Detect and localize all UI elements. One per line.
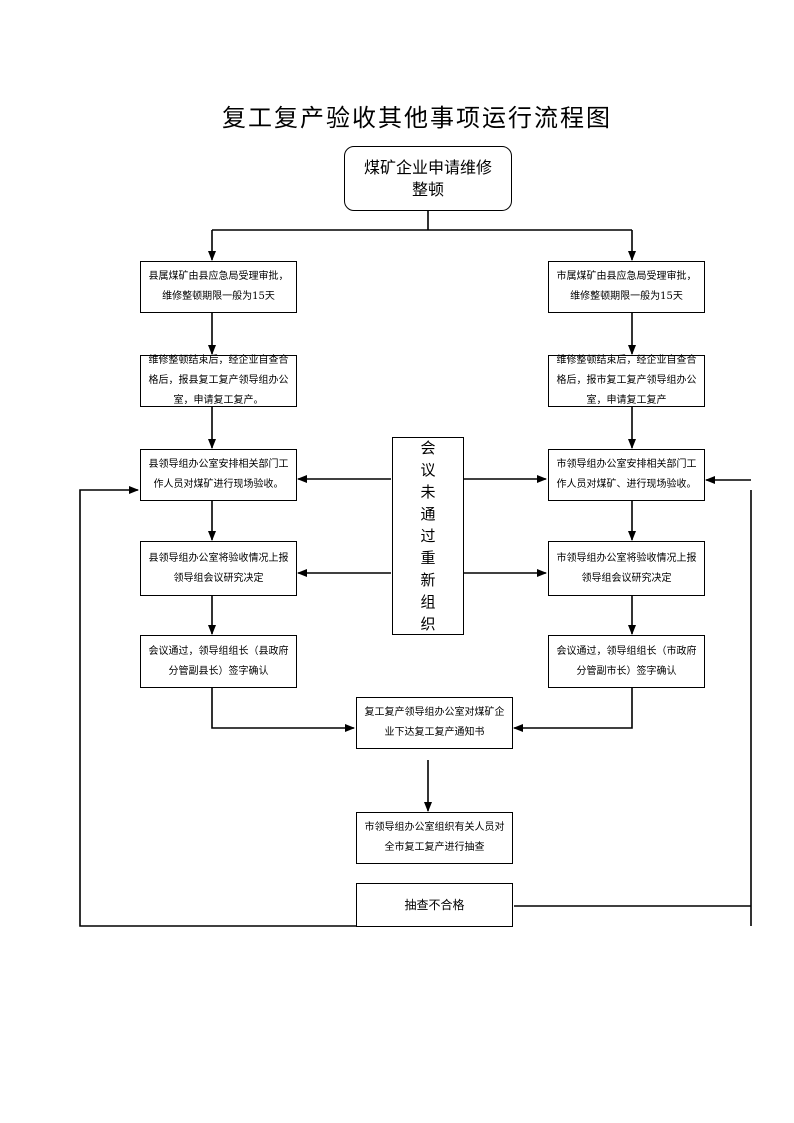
right-sign-box: 会议通过，领导组组长（市政府分管副市长）签字确认: [548, 635, 705, 688]
meeting-char: 重: [420, 549, 436, 567]
right-inspection-box: 市领导组办公室安排相关部门工作人员对煤矿、进行现场验收。: [548, 449, 705, 501]
right-approval-box: 市属煤矿由县应急局受理审批，维修整顿期限一般为15天: [548, 261, 705, 313]
meeting-char: 织: [420, 615, 436, 633]
left-sign-label: 会议通过，领导组组长（县政府分管副县长）签字确认: [148, 645, 289, 677]
right-approval-label: 市属煤矿由县应急局受理审批，维修整顿期限一般为15天: [556, 271, 697, 302]
right-report-box: 市领导组办公室将验收情况上报领导组会议研究决定: [548, 541, 705, 596]
left-inspection-label: 县领导组办公室安排相关部门工作人员对煤矿进行现场验收。: [148, 459, 289, 490]
fail-label: 抽查不合格: [404, 898, 465, 912]
left-selfcheck-box: 维修整顿结束后，经企业自查合格后，报县复工复产领导组办公室，申请复工复产。: [140, 355, 297, 407]
left-report-box: 县领导组办公室将验收情况上报领导组会议研究决定: [140, 541, 297, 596]
meeting-failed-box: 会议未通过重新组织: [392, 437, 464, 635]
start-split-line: [212, 211, 632, 231]
meeting-char: 议: [420, 461, 436, 479]
arrow-fail-to-left-inspection: [79, 486, 356, 927]
spotcheck-label: 市领导组办公室组织有关人员对全市复工复产进行抽查: [364, 822, 505, 853]
left-inspection-box: 县领导组办公室安排相关部门工作人员对煤矿进行现场验收。: [140, 449, 297, 501]
right-inspection-label: 市领导组办公室安排相关部门工作人员对煤矿、进行现场验收。: [556, 459, 697, 490]
left-report-label: 县领导组办公室将验收情况上报领导组会议研究决定: [148, 552, 289, 584]
meeting-char: 会: [420, 439, 436, 457]
notice-box: 复工复产领导组办公室对煤矿企业下达复工复产通知书: [356, 697, 513, 749]
left-approval-label: 县属煤矿由县应急局受理审批，维修整顿期限一般为15天: [148, 271, 289, 302]
left-selfcheck-label: 维修整顿结束后，经企业自查合格后，报县复工复产领导组办公室，申请复工复产。: [148, 355, 289, 406]
meeting-char: 组: [420, 593, 436, 611]
start-node-label: 煤矿企业申请维修整顿: [363, 157, 492, 199]
notice-label: 复工复产领导组办公室对煤矿企业下达复工复产通知书: [364, 707, 505, 738]
fail-box: 抽查不合格: [356, 883, 513, 927]
arrow-right-sign-to-notice: [513, 688, 633, 732]
spotcheck-box: 市领导组办公室组织有关人员对全市复工复产进行抽查: [356, 812, 513, 864]
meeting-char: 过: [420, 527, 436, 545]
right-selfcheck-label: 维修整顿结束后，经企业自查合格后，报市复工复产领导组办公室，申请复工复产: [556, 355, 697, 406]
right-sign-label: 会议通过，领导组组长（市政府分管副市长）签字确认: [556, 645, 697, 677]
left-sign-box: 会议通过，领导组组长（县政府分管副县长）签字确认: [140, 635, 297, 688]
meeting-char: 未: [420, 483, 436, 501]
left-approval-box: 县属煤矿由县应急局受理审批，维修整顿期限一般为15天: [140, 261, 297, 313]
arrow-left-sign-to-notice: [211, 688, 355, 732]
meeting-char: 新: [420, 571, 436, 589]
meeting-char: 通: [420, 505, 436, 523]
meeting-failed-label: 会议未通过重新组织: [420, 437, 435, 635]
page-title: 复工复产验收其他事项运行流程图: [222, 104, 612, 132]
right-report-label: 市领导组办公室将验收情况上报领导组会议研究决定: [556, 552, 697, 584]
start-node: 煤矿企业申请维修整顿: [344, 146, 512, 211]
right-selfcheck-box: 维修整顿结束后，经企业自查合格后，报市复工复产领导组办公室，申请复工复产: [548, 355, 705, 407]
